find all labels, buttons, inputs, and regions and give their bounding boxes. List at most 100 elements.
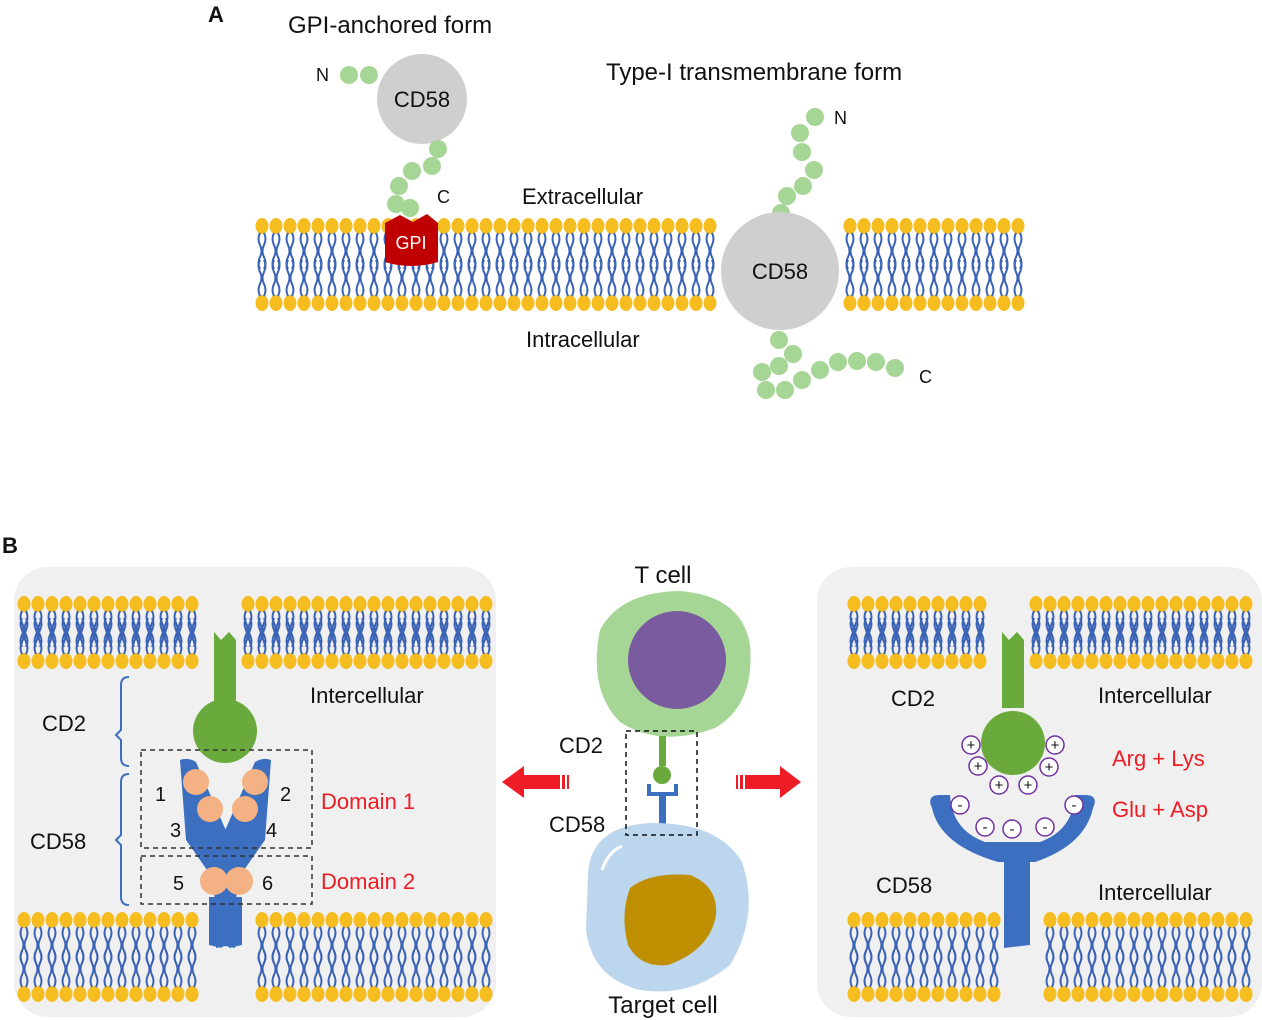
lipid-head-inner — [506, 259, 522, 312]
domain-bead-1 — [183, 769, 209, 795]
lipid-head-outer — [1010, 217, 1026, 270]
arg-lys-label: Arg + Lys — [1112, 746, 1205, 771]
lipid-head-outer — [912, 217, 928, 270]
right-intercellular-bottom: Intercellular — [1098, 880, 1212, 905]
lipid-head-outer — [534, 217, 550, 270]
lipid-head-inner — [268, 259, 284, 312]
lipid-head-outer — [884, 217, 900, 270]
lipid-head-outer — [338, 217, 354, 270]
tm-c-terminus: C — [919, 367, 932, 387]
plus-charge — [1039, 757, 1059, 777]
intracellular-label: Intracellular — [526, 327, 640, 352]
lipid-head-inner — [380, 259, 396, 312]
domain-number-2: 2 — [280, 784, 291, 806]
lipid-head-outer — [366, 217, 382, 270]
positive-charges: ++++++ — [961, 735, 1065, 795]
lipid-head-outer — [674, 217, 690, 270]
lipid-head-inner — [352, 259, 368, 312]
lipid-head-outer — [268, 217, 284, 270]
lipid-head-inner — [646, 259, 662, 312]
lipid-head-outer — [478, 217, 494, 270]
lipid-head-outer — [506, 217, 522, 270]
domain-2-label: Domain 2 — [321, 869, 415, 894]
domain-bead-5 — [200, 867, 228, 895]
lipid-head-inner — [618, 259, 634, 312]
lipid-head-outer — [660, 217, 676, 270]
lipid-head-outer — [324, 217, 340, 270]
left-intercellular-label: Intercellular — [310, 683, 424, 708]
plus-charge — [961, 735, 981, 755]
lipid-head-inner — [1010, 259, 1026, 312]
lipid-head-inner — [898, 259, 914, 312]
t-cell — [596, 591, 751, 737]
lipid-head-inner — [674, 259, 690, 312]
lipid-head-inner — [450, 259, 466, 312]
minus-charge-symbol: - — [958, 797, 963, 814]
panel-b-letter: B — [2, 533, 18, 558]
plus-charge — [968, 756, 988, 776]
lipid-head-inner — [296, 259, 312, 312]
minus-charge-symbol: - — [1072, 797, 1077, 814]
plus-charge-symbol: + — [1045, 759, 1054, 776]
gpi-anchored-cd58: CD58 GPI N C — [316, 54, 467, 266]
domain-2-box — [140, 855, 313, 905]
target-cell — [586, 822, 749, 992]
gpi-n-terminus: N — [316, 65, 329, 85]
panel-a-letter: A — [208, 2, 224, 27]
lipid-head-inner — [562, 259, 578, 312]
lipid-head-inner — [254, 259, 270, 312]
t-cell-nucleus — [628, 611, 726, 709]
lipid-head-inner — [366, 259, 382, 312]
lipid-head-inner — [520, 259, 536, 312]
domain-bead-2 — [242, 769, 268, 795]
lipid-head-inner — [324, 259, 340, 312]
lipid-head-outer — [352, 217, 368, 270]
lipid-head-inner — [604, 259, 620, 312]
lipid-head-inner — [464, 259, 480, 312]
lipid-head-outer — [310, 217, 326, 270]
domain-bead-3 — [197, 796, 223, 822]
lipid-head-inner — [282, 259, 298, 312]
plus-charge — [989, 775, 1009, 795]
plus-charge-symbol: + — [967, 737, 976, 754]
lipid-head-outer — [464, 217, 480, 270]
tm-n-terminus: N — [834, 108, 847, 128]
plus-charge — [1018, 775, 1038, 795]
cd58-domain-circle — [377, 54, 467, 144]
lipid-head-inner — [856, 259, 872, 312]
cd58-bracket — [114, 773, 130, 906]
lipid-head-inner — [926, 259, 942, 312]
lipid-head-outer — [870, 217, 886, 270]
target-cell-nucleus — [624, 874, 717, 966]
type1-form-title: Type-I transmembrane form — [606, 59, 902, 86]
lipid-head-inner — [954, 259, 970, 312]
contact-zoom-box — [625, 730, 698, 836]
plus-charge-symbol: + — [974, 758, 983, 775]
cd58-right — [930, 795, 1095, 948]
lipid-head-outer — [898, 217, 914, 270]
domain-number-6: 6 — [262, 873, 273, 895]
lipid-head-outer — [954, 217, 970, 270]
cd58-tm-label: CD58 — [752, 259, 808, 284]
lipid-head-outer — [702, 217, 718, 270]
lipid-head-inner — [492, 259, 508, 312]
cd2-cd58-contact — [647, 736, 678, 828]
lipid-head-outer — [842, 217, 858, 270]
minus-charge — [1002, 819, 1022, 839]
domain-1-label: Domain 1 — [321, 789, 415, 814]
center-cd2-label: CD2 — [559, 733, 603, 758]
domain-bead-6 — [225, 867, 253, 895]
lipid-head-inner — [478, 259, 494, 312]
right-intercellular-top: Intercellular — [1098, 683, 1212, 708]
lipid-head-inner — [702, 259, 718, 312]
lipid-head-outer — [520, 217, 536, 270]
left-cd58-label: CD58 — [30, 829, 86, 854]
lipid-head-outer — [254, 217, 270, 270]
lipid-head-inner — [436, 259, 452, 312]
lipid-head-outer — [856, 217, 872, 270]
minus-charge — [1064, 795, 1084, 815]
lipid-head-outer — [926, 217, 942, 270]
lipid-head-inner — [688, 259, 704, 312]
lipid-head-outer — [492, 217, 508, 270]
lipid-head-inner — [884, 259, 900, 312]
